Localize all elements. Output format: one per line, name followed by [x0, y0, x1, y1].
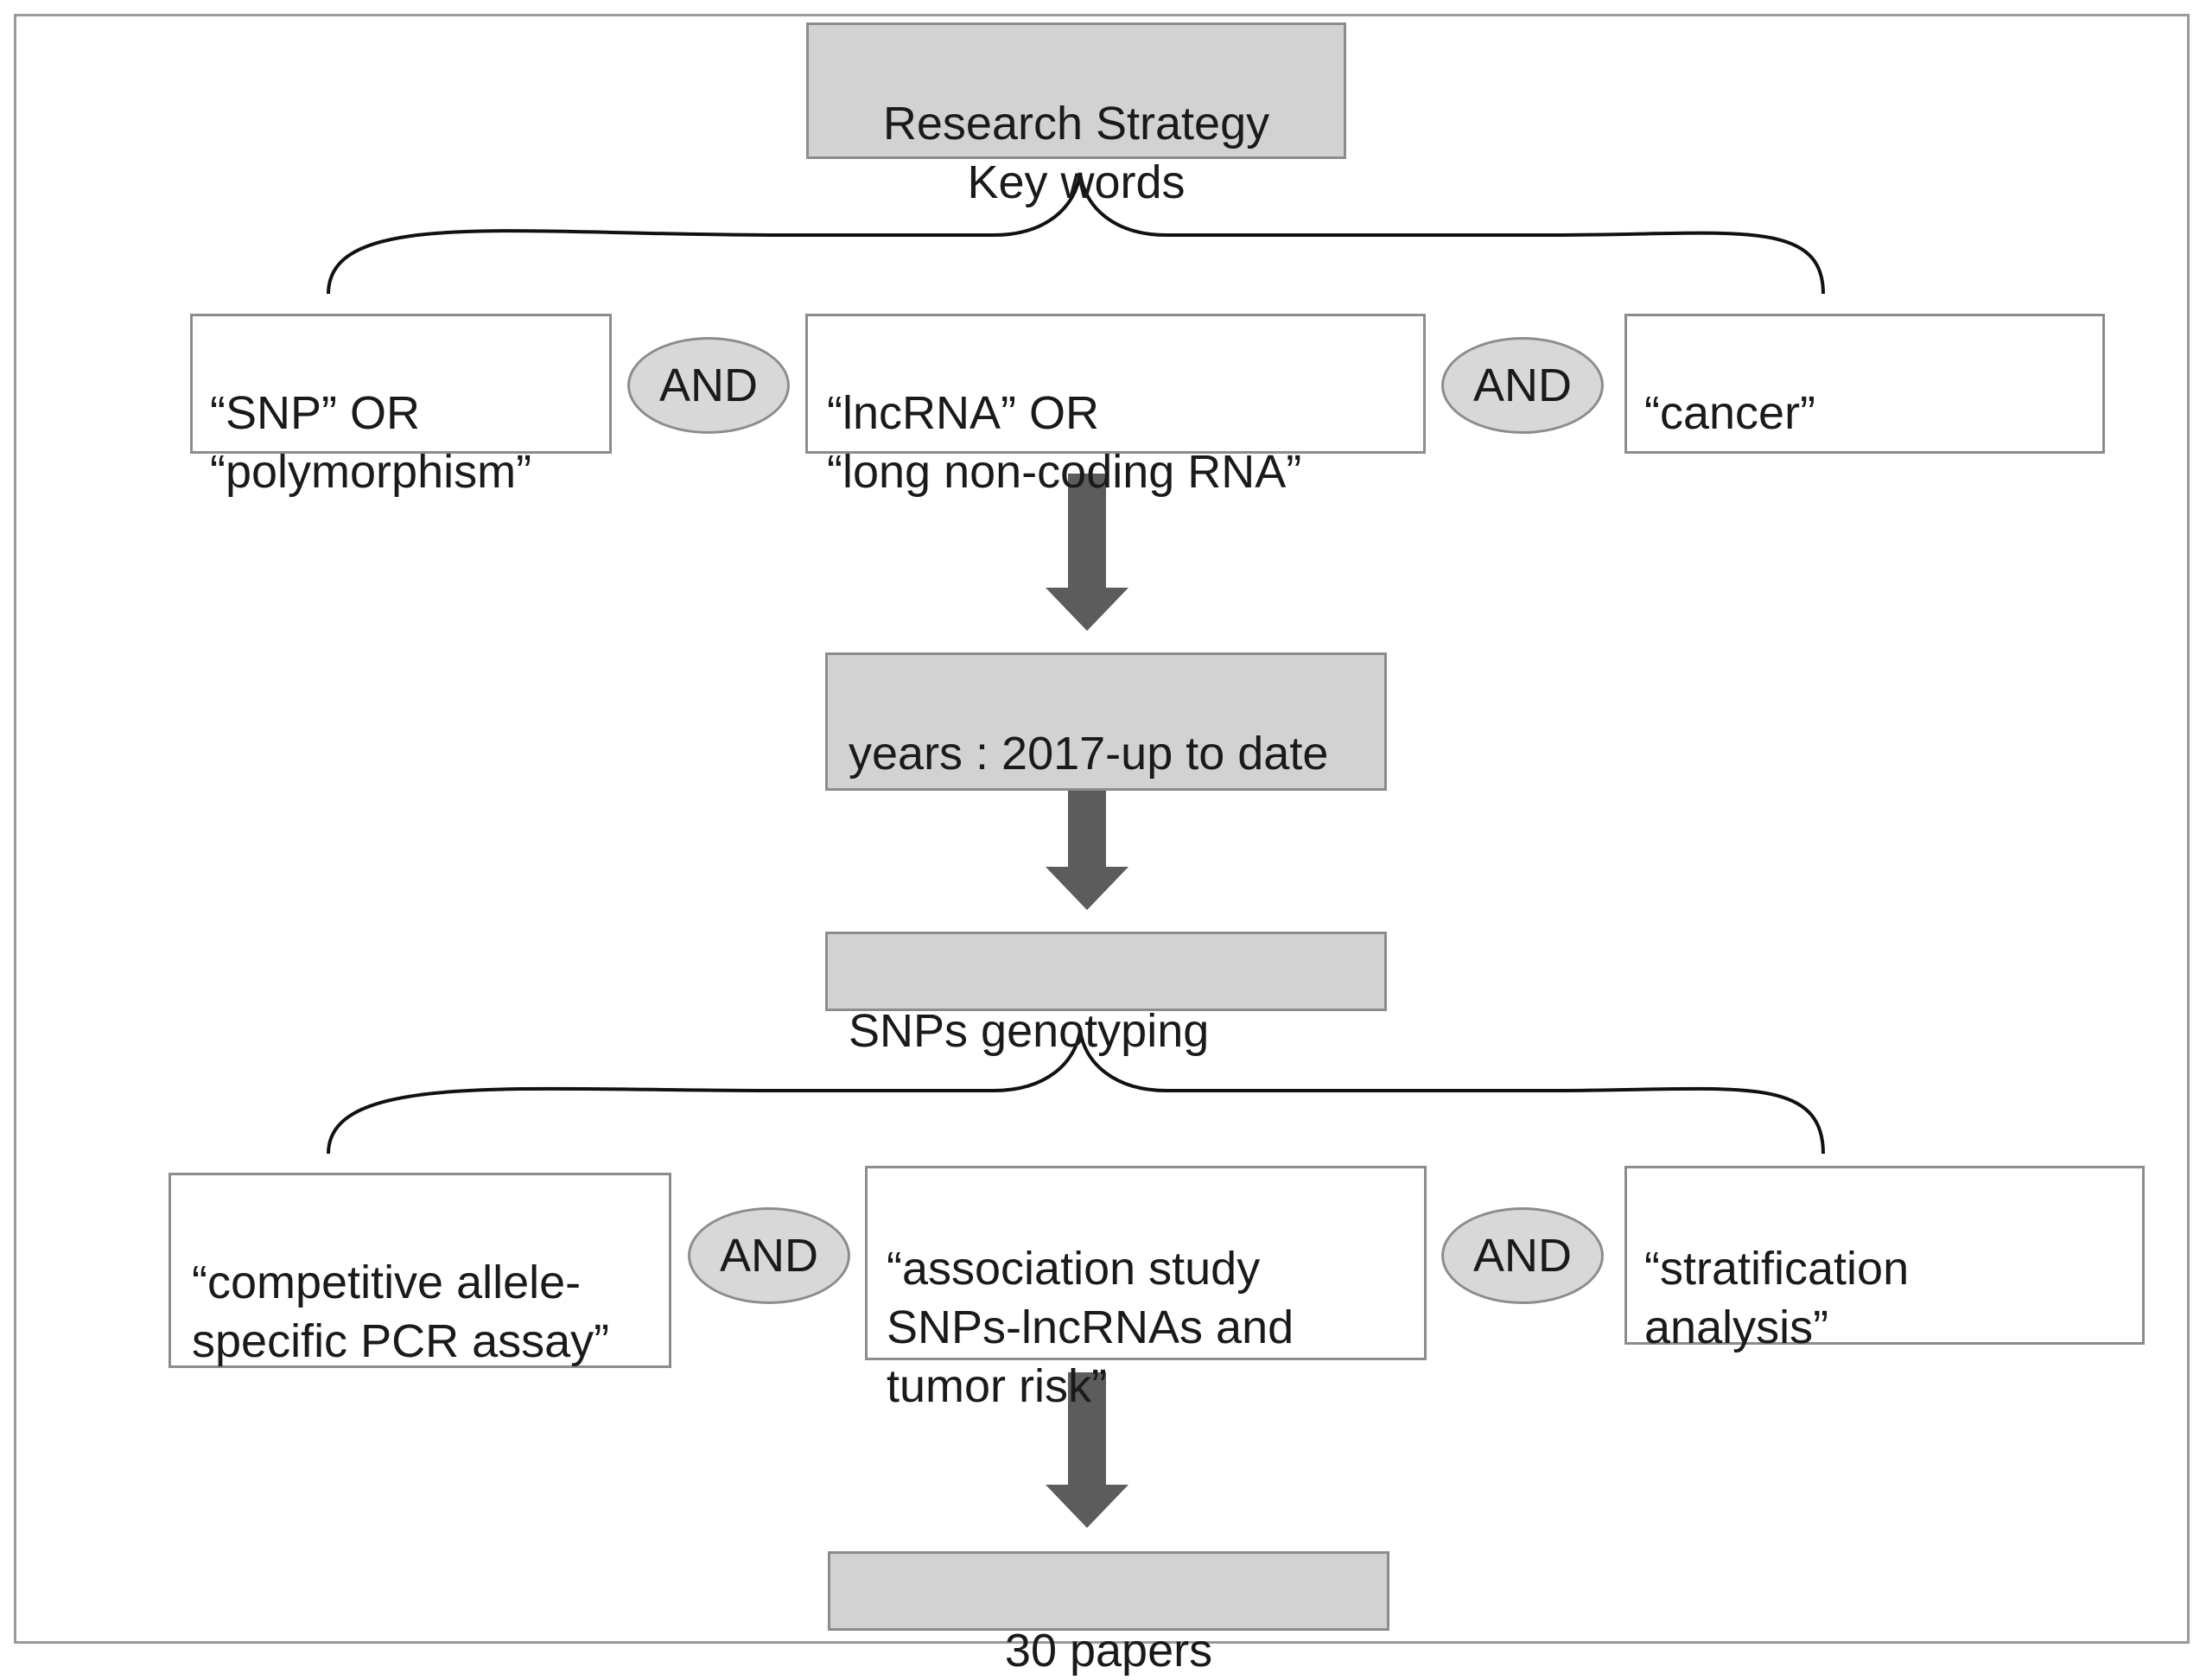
and-operator-1: AND — [627, 337, 790, 434]
result-papers-box: 30 papers — [828, 1551, 1389, 1677]
keyword-stratification-text: “stratification analysis” — [1644, 1243, 1910, 1353]
keyword-box-pcr-assay: “competitive allele- specific PCR assay” — [168, 1173, 671, 1368]
keyword-cancer-text: “cancer” — [1644, 387, 1816, 439]
keyword-box-lncrna: “lncRNA” OR “long non-coding RNA” — [805, 314, 1426, 498]
arrow-down-1 — [1046, 474, 1128, 631]
keyword-pcr-assay-text: “competitive allele- specific PCR assay” — [192, 1257, 610, 1367]
arrow-down-2 — [1046, 788, 1128, 910]
snps-genotyping-text: SNPs genotyping — [849, 1005, 1210, 1057]
and-operator-2: AND — [1441, 337, 1604, 434]
research-strategy-box: Research Strategy Key words — [806, 22, 1346, 208]
snps-genotyping-box: SNPs genotyping — [825, 932, 1387, 1057]
keyword-box-association-study: “association study SNPs-lncRNAs and tumo… — [865, 1166, 1427, 1412]
keyword-association-study-text: “association study SNPs-lncRNAs and tumo… — [887, 1243, 1294, 1412]
and-operator-3: AND — [688, 1207, 850, 1304]
brace-top — [327, 172, 1825, 295]
keyword-box-cancer: “cancer” — [1624, 314, 2105, 454]
keyword-box-snp: “SNP” OR “polymorphism” — [190, 314, 612, 498]
result-papers-text: 30 papers — [1004, 1625, 1213, 1677]
years-text: years : 2017-up to date — [849, 728, 1329, 780]
years-box: years : 2017-up to date — [825, 652, 1387, 791]
brace-bottom — [327, 1029, 1825, 1155]
keyword-snp-text: “SNP” OR “polymorphism” — [210, 387, 532, 498]
keyword-lncrna-text: “lncRNA” OR “long non-coding RNA” — [827, 387, 1302, 498]
arrow-down-3 — [1046, 1372, 1128, 1528]
keyword-box-stratification: “stratification analysis” — [1624, 1166, 2145, 1353]
and-operator-4: AND — [1441, 1207, 1604, 1304]
research-strategy-text: Research Strategy Key words — [882, 98, 1270, 208]
figure-frame — [14, 14, 2190, 1644]
